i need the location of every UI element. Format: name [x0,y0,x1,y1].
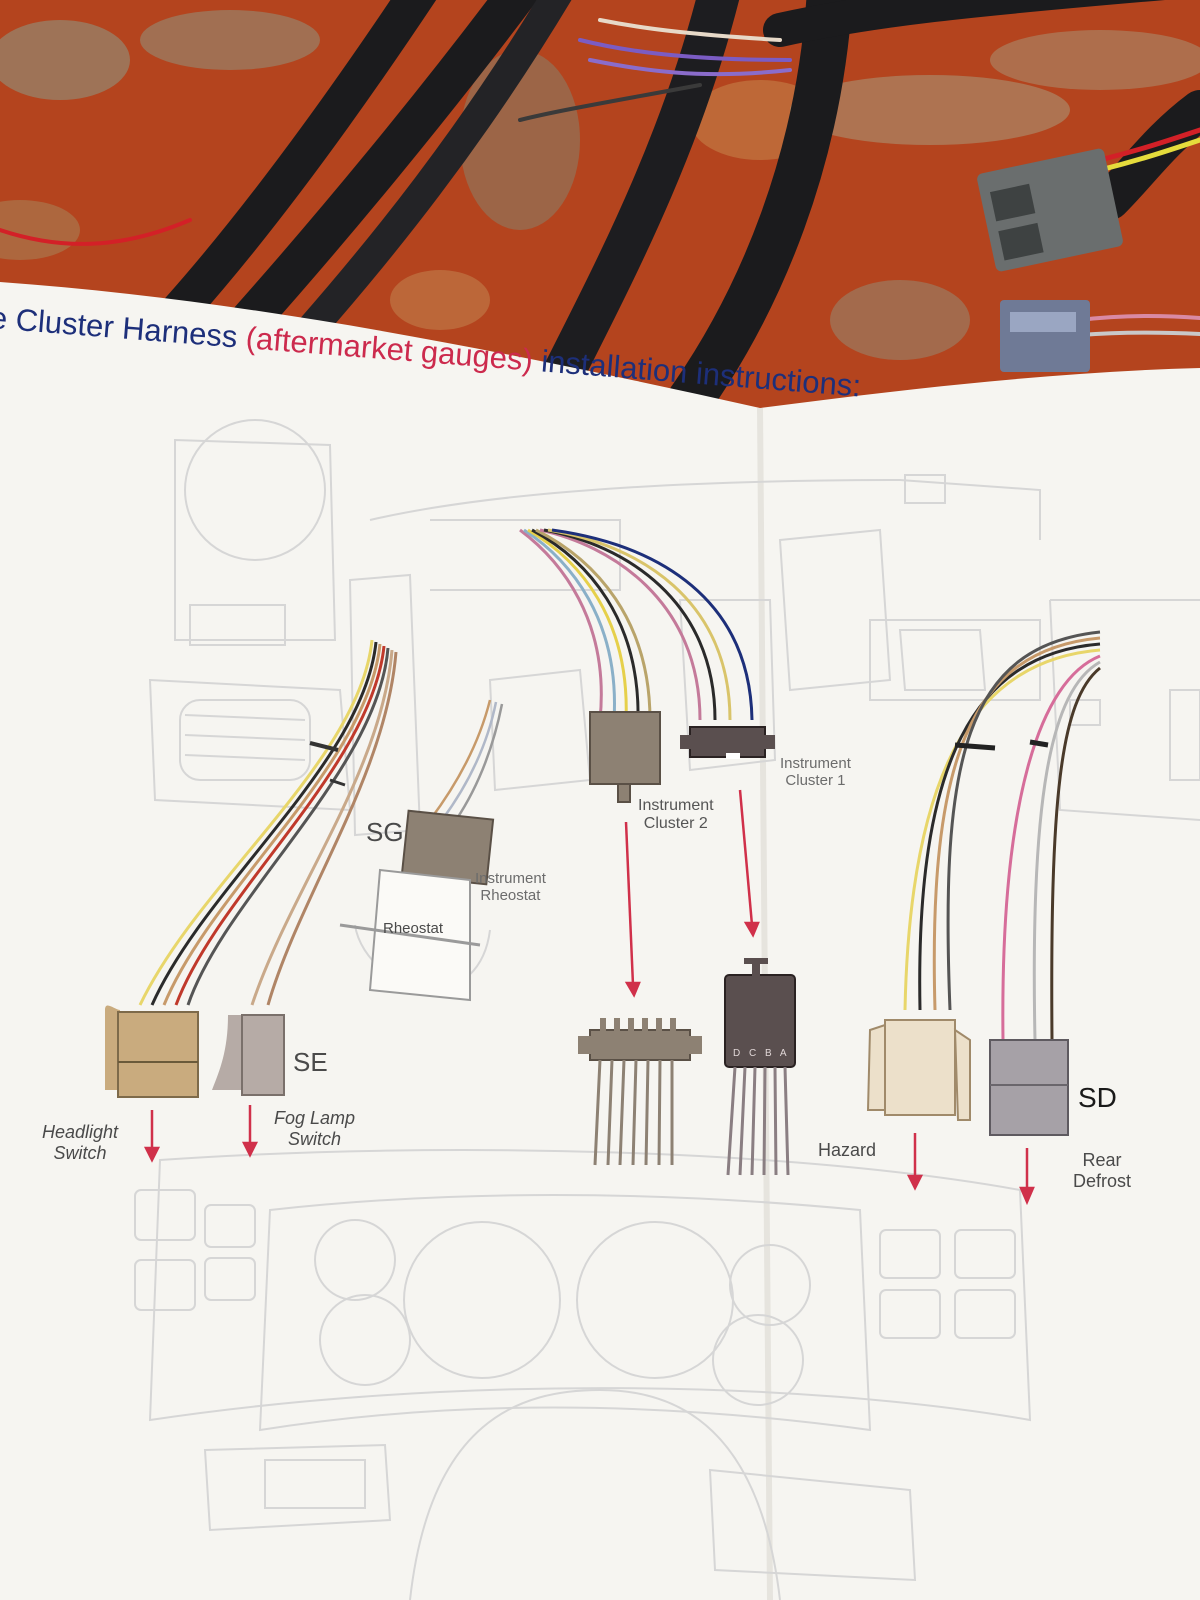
label-sg: SG [366,817,404,847]
label-sd: SD [1078,1082,1117,1113]
gray-connectors [977,148,1123,372]
connector-pin-letters: D C B A [733,1048,790,1059]
paper-sheet [0,282,1200,1600]
rheostat-harness [428,699,504,821]
connector-headlight-switch [105,1005,199,1098]
hazard-defrost-harness [903,630,1101,1041]
connector-instrument-cluster-2 [589,711,661,803]
label-rheostat: Rheostat [383,920,444,937]
label-se: SE [293,1047,328,1077]
label-rear-defrost: Rear Defrost [1073,1150,1132,1191]
instrument-cluster-harness [519,528,754,721]
connector-cluster1-plug [724,958,796,1176]
label-fog-lamp-switch: Fog Lamp Switch [274,1108,356,1149]
connector-cluster2-pins [578,1018,702,1166]
dashboard-outline-drawing [134,419,1200,1600]
harness-cables [0,0,1200,423]
label-hazard: Hazard [818,1140,877,1160]
connector-rear-defrost [989,1039,1069,1136]
label-instrument-cluster-2: Instrument Cluster 2 [638,797,714,833]
label-instrument-rheostat: Instrument Rheostat [475,870,546,905]
label-headlight-switch: Headlight Switch [42,1122,119,1163]
headlight-fog-harness [138,639,398,1006]
label-instrument-cluster-1: Instrument Cluster 1 [780,755,851,790]
connector-hazard [866,1019,971,1121]
connector-fog-lamp-switch [212,1014,285,1096]
red-arrows [143,789,1035,1206]
rheostat-body [339,868,481,1002]
connector-instrument-cluster-1 [680,726,775,759]
